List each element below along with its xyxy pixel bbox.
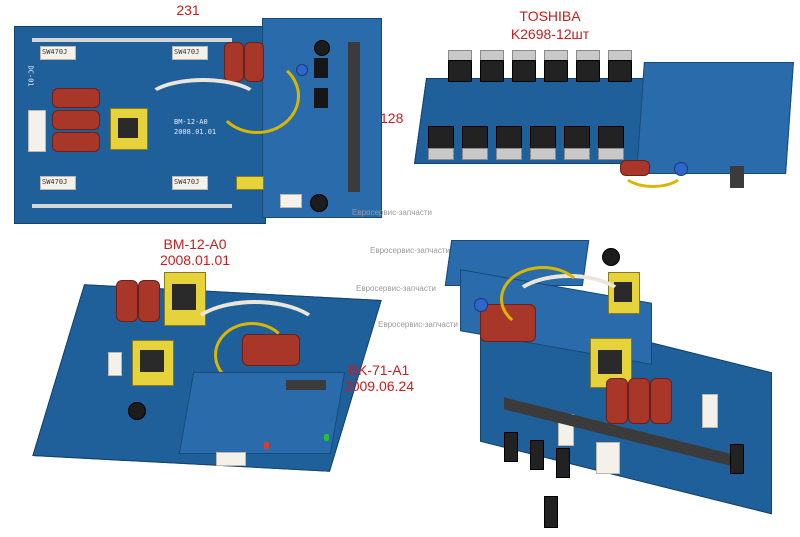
capacitor	[650, 378, 672, 424]
smd-row-bottom	[32, 204, 232, 208]
yellow-wire	[500, 266, 586, 332]
resistor-block	[702, 394, 718, 428]
capacitor	[52, 88, 100, 108]
photo-board-top-view: SW470J SW470J BM-12-A0 2008.01.01 DC-01 …	[14, 18, 382, 224]
heatsink	[286, 380, 326, 390]
label-bk-date: 2009.06.24	[343, 378, 415, 394]
transistor-tab	[598, 148, 624, 160]
ic-chip	[314, 88, 328, 108]
resistor-block	[172, 176, 208, 190]
transistor	[530, 440, 544, 470]
resistor-block	[40, 46, 76, 60]
transistor-tab	[530, 148, 556, 160]
yellow-component	[236, 176, 264, 190]
sticker-label: DC-01	[26, 65, 35, 87]
transistor	[448, 60, 472, 82]
watermark: Евросервис-запчасти	[378, 320, 458, 329]
transformer-core	[598, 350, 622, 374]
transistor	[608, 60, 632, 82]
resistor-block	[40, 176, 76, 190]
transistor-tab	[462, 148, 488, 160]
white-wire	[186, 300, 324, 368]
watermark: Евросервис-запчасти	[352, 208, 432, 217]
heatsink	[348, 42, 360, 192]
label-part-number: K2698-12шт	[510, 26, 590, 42]
resistor-silk-4: SW470J	[174, 178, 200, 186]
transistor	[530, 126, 556, 152]
label-bk-model: BK-71-A1	[348, 362, 410, 378]
transistor-tab	[496, 148, 522, 160]
transistor	[512, 60, 536, 82]
transformer-core	[172, 284, 196, 310]
photo-board-perspective-right	[440, 226, 790, 532]
yellow-wire	[214, 322, 290, 388]
led-red	[264, 442, 269, 449]
transistor-tab	[564, 148, 590, 160]
transformer	[110, 108, 148, 150]
transistor	[544, 60, 568, 82]
capacitor	[116, 280, 138, 322]
transistor	[496, 126, 522, 152]
label-toshiba: TOSHIBA	[519, 8, 581, 24]
label-bm-date: 2008.01.01	[159, 252, 231, 268]
capacitor	[138, 280, 160, 322]
resistor-silk-1: SW470J	[42, 48, 68, 56]
yellow-wire	[214, 58, 300, 134]
ic-chip	[314, 58, 328, 78]
transistor	[480, 60, 504, 82]
transformer-core	[118, 118, 138, 138]
connector	[108, 352, 122, 376]
led-green	[324, 434, 329, 441]
transistor	[504, 432, 518, 462]
transistor	[730, 444, 744, 474]
capacitor	[52, 110, 100, 130]
transformer-core	[140, 350, 164, 372]
transistor	[462, 126, 488, 152]
resistor-silk-2: SW470J	[174, 48, 200, 56]
capacitor	[628, 378, 650, 424]
photo-board-perspective-left	[32, 262, 386, 497]
blue-capacitor	[296, 64, 308, 76]
connector	[216, 452, 246, 466]
connector	[280, 194, 302, 208]
smd-row-top	[32, 38, 232, 42]
watermark: Евросервис-запчасти	[370, 246, 450, 255]
transistor-tab	[428, 148, 454, 160]
label-231: 231	[176, 2, 200, 18]
label-bm-model: BM-12-A0	[163, 236, 227, 252]
transistor	[564, 126, 590, 152]
resistor-silk-3: SW470J	[42, 178, 68, 186]
blue-capacitor	[474, 298, 488, 312]
electrolytic-capacitor	[310, 194, 328, 212]
transistor	[598, 126, 624, 152]
resistor-block	[172, 46, 208, 60]
capacitor	[52, 132, 100, 152]
capacitor	[606, 378, 628, 424]
silk-date: 2008.01.01	[174, 128, 217, 136]
electrolytic-capacitor	[602, 248, 620, 266]
watermark: Евросервис-запчасти	[356, 284, 436, 293]
yellow-wire	[620, 152, 686, 188]
sticker	[596, 442, 620, 474]
electrolytic-capacitor	[314, 40, 330, 56]
transistor	[576, 60, 600, 82]
transistor	[556, 448, 570, 478]
electrolytic-capacitor	[128, 402, 146, 420]
white-wire	[144, 78, 262, 126]
connector	[28, 110, 46, 152]
heatsink	[730, 166, 744, 188]
transistor	[544, 496, 558, 528]
photo-transistors	[413, 48, 794, 188]
label-128: 128	[380, 110, 404, 126]
